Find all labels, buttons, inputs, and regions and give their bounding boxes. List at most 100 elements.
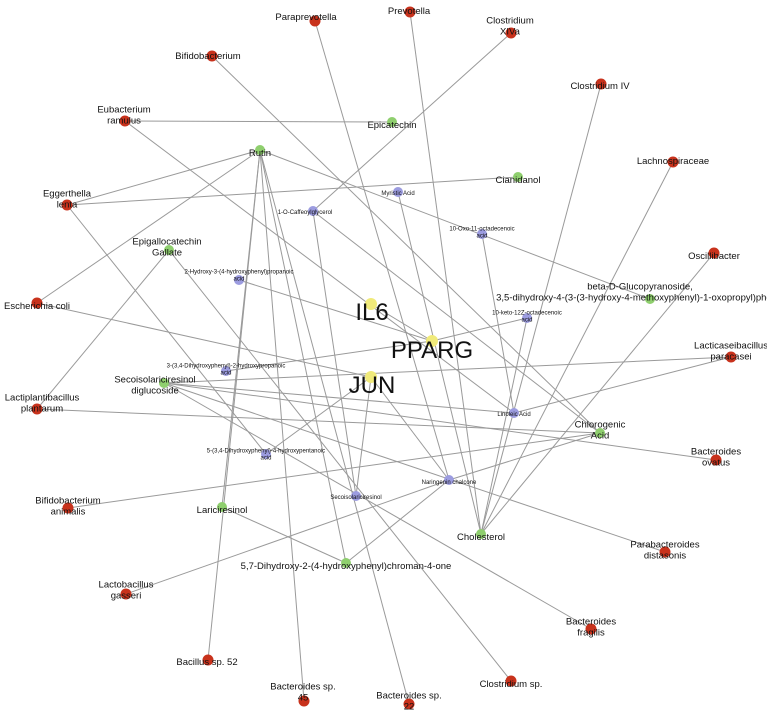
edge-bacteroides-sp-22-rutin [259,149,410,705]
node-label-line: 10-keto-12Z-octadecenoic [492,311,562,317]
node-jun[interactable] [365,371,377,383]
node-bifidobacterium-animalis[interactable] [62,502,74,514]
node-escherichia-coli[interactable] [31,297,43,309]
node-parabacteroides-distasonis[interactable] [659,546,671,558]
edge-lactiplantibacillus-plantarum-epigallocatechin-gallate [36,249,170,410]
node-label-line: Bacteroides [691,447,741,458]
node-bacteroides-ovatus[interactable] [710,454,722,466]
node-clostridium-sp[interactable] [505,675,517,687]
node-label-line: Cholesterol [457,532,505,543]
node-label-line: Bacillus sp. 52 [176,657,237,668]
node-prevotella[interactable] [404,6,416,18]
node-oscillibacter[interactable] [708,247,720,259]
node-label-line: Secoisolariciresinol [114,375,195,386]
node-dihydroxyphenyl-hydroxypropanoic[interactable] [221,366,231,376]
edge-caffeoylglycerol-secoisolariciresinol [312,210,357,497]
node-beta-d-glucopyranoside[interactable] [645,294,655,304]
node-label-bacteroides-sp-45: Bacteroides sp.45 [270,682,335,704]
node-bacteroides-fragilis[interactable] [585,623,597,635]
node-clostridium-xiva[interactable] [505,27,517,39]
edge-bifidobacterium-chlorogenic-acid [211,55,601,434]
node-label-line: 5-(3,4-Dihydroxyphenyl)-4-hydroxypentano… [207,449,325,455]
node-label-line: Myristic Acid [381,191,414,197]
node-lactiplantibacillus-plantarum[interactable] [31,403,43,415]
node-layer [31,6,737,710]
node-label-line: acid [233,277,244,283]
node-label-clostridium-sp: Clostridium sp. [480,679,543,690]
node-bacteroides-sp-45[interactable] [298,695,310,707]
node-rutin[interactable] [255,145,265,155]
node-paraprevotella[interactable] [309,15,321,27]
node-cianidanol[interactable] [513,172,523,182]
node-label-line: 10-Oxo-11-octadecenoic [449,227,514,233]
edge-caffeoylglycerol-chlorogenic-acid [312,210,601,434]
node-label-beta-d-glucopyranoside: beta-D-Glucopyranoside,3,5-dihydroxy-4-(… [496,282,767,304]
node-label-line: 3-(3,4-Dihydroxyphenyl)-2-hydroxypropano… [167,364,286,370]
node-pparg[interactable] [426,335,438,347]
node-bacteroides-sp-22[interactable] [403,698,415,710]
node-label-il6: IL6 [355,299,388,326]
node-label-line: Rutin [249,148,271,159]
node-lariciresinol[interactable] [217,502,227,512]
node-label-prevotella: Prevotella [388,6,431,17]
node-label-line: 1-O-Caffeoylglycerol [278,210,333,216]
node-label-bacteroides-sp-22: Bacteroides sp.22 [376,691,441,713]
node-hydroxyphenylpropanoic[interactable] [234,275,244,285]
edge-paraprevotella-naringenin-chalcone [314,20,450,481]
node-il6[interactable] [365,298,377,310]
node-eggerthella-lenta[interactable] [61,199,73,211]
node-label-line: diglucoside [131,386,179,397]
node-oxo-octadecenoic[interactable] [477,229,487,239]
node-lactobacillus-gasseri[interactable] [120,588,132,600]
edge-parabacteroides-distasonis-secoisolariciresinol-diglucoside [163,382,666,553]
node-linoleic-acid[interactable] [509,408,519,418]
node-eubacterium-ramulus[interactable] [119,115,131,127]
edge-dihydroxyphenyl-chromanone-lariciresinol [221,506,347,564]
edge-escherichia-coli-rutin [36,149,261,304]
node-bifidobacterium[interactable] [206,50,218,62]
node-chlorogenic-acid[interactable] [595,428,605,438]
edge-bifidobacterium-animalis-chlorogenic-acid [67,432,601,509]
node-bacillus-sp-52[interactable] [202,654,214,666]
node-caffeoylglycerol[interactable] [308,206,318,216]
node-epigallocatechin-gallate[interactable] [164,245,174,255]
node-clostridium-iv[interactable] [595,78,607,90]
node-label-line: Linoleic Acid [497,412,530,418]
node-label-linoleic-acid: Linoleic Acid [497,412,530,418]
node-hydroxypentanoic[interactable] [261,449,271,459]
node-label-jun: JUN [349,372,396,399]
edge-bacteroides-fragilis-secoisolariciresinol-diglucoside [163,382,592,630]
node-label-line: beta-D-Glucopyranoside, [587,282,693,293]
edge-jun-secoisolariciresinol [355,376,372,497]
node-label-naringenin-chalcone: Naringenin chalcone [422,480,477,486]
node-epicatechin[interactable] [387,117,397,127]
node-myristic-acid[interactable] [393,187,403,197]
node-cholesterol[interactable] [476,529,486,539]
node-naringenin-chalcone[interactable] [444,475,454,485]
node-label-lachnospiraceae: Lachnospiraceae [637,156,709,167]
node-keto-octadecenoic[interactable] [522,313,532,323]
node-label-line: Epicatechin [367,120,416,131]
node-secoisolariciresinol[interactable] [351,491,361,501]
node-label-escherichia-coli: Escherichia coli [4,301,70,312]
node-dihydroxyphenyl-chromanone[interactable] [341,558,351,568]
node-secoisolariciresinol-diglucoside[interactable] [159,378,169,388]
node-label-line: Chlorogenic [575,420,626,431]
edge-linoleic-acid-lacticaseibacillus-paracasei [513,356,732,414]
edge-keto-octadecenoic-pparg [431,317,528,342]
node-lachnospiraceae[interactable] [667,156,679,168]
edge-il6-pparg [370,303,433,342]
edge-lacticaseibacillus-paracasei-secoisolariciresinol-diglucoside [163,356,732,384]
edge-eggerthella-lenta-rutin [66,149,261,206]
node-label-line: animalis [51,507,86,518]
node-label-bacillus-sp-52: Bacillus sp. 52 [176,657,237,668]
node-label-line: Escherichia coli [4,301,70,312]
edge-lactiplantibacillus-plantarum-chlorogenic-acid [36,408,601,434]
node-lacticaseibacillus-paracasei[interactable] [725,351,737,363]
